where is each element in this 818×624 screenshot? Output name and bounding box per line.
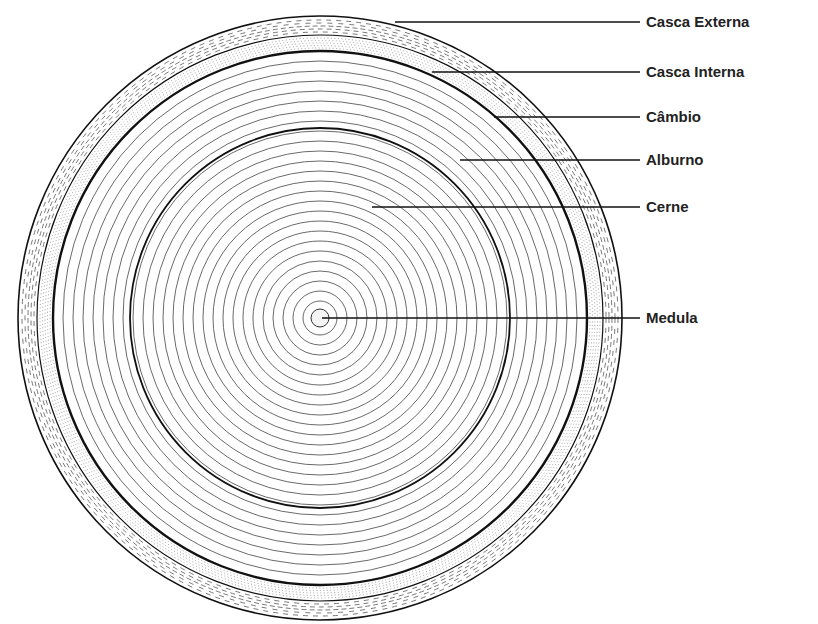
- leader-line: [395, 21, 640, 23]
- part-label: Casca Interna: [644, 63, 746, 81]
- leader-lines: [322, 22, 640, 318]
- leader-line: [460, 159, 640, 161]
- leader-line: [494, 116, 640, 118]
- leader-line: [322, 317, 640, 319]
- part-label: Câmbio: [644, 108, 703, 126]
- part-label: Medula: [644, 309, 700, 327]
- part-label: Alburno: [644, 151, 706, 169]
- part-label: Casca Externa: [644, 13, 751, 31]
- leader-line: [432, 71, 640, 73]
- leader-line: [372, 206, 640, 208]
- part-label: Cerne: [644, 198, 691, 216]
